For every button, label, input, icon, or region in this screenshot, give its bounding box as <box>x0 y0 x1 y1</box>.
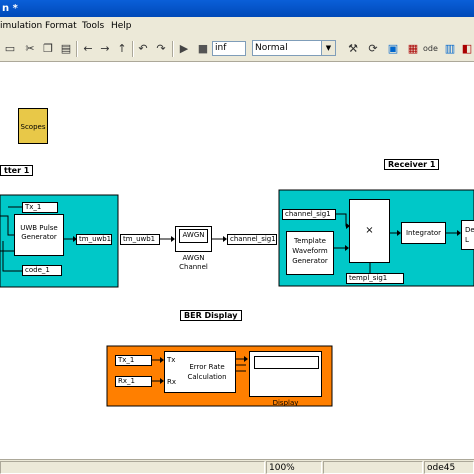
cut-icon[interactable]: ✂ <box>25 42 35 55</box>
undo-icon[interactable]: ↶ <box>138 42 148 55</box>
templ-sig1-goto-tag[interactable]: templ_sig1 <box>346 273 404 284</box>
help-icon[interactable]: ◧ <box>461 42 473 55</box>
ber-display-title: BER Display <box>180 310 242 321</box>
product-block[interactable]: × <box>349 199 390 263</box>
stop-simulation-icon[interactable]: ■ <box>197 42 209 55</box>
menu-format[interactable]: Format <box>45 21 77 31</box>
menu-simulation[interactable]: imulation <box>0 21 43 31</box>
channel-sig1-goto-tag[interactable]: channel_sig1 <box>227 234 277 245</box>
tm-uwb1-from-tag[interactable]: tm_uwb1 <box>120 234 160 245</box>
status-message <box>0 461 265 474</box>
uwb-pulse-generator[interactable]: UWB Pulse Generator <box>14 214 64 256</box>
scopes-block[interactable]: Scopes <box>18 108 48 144</box>
back-icon[interactable]: ← <box>83 42 93 55</box>
tm-uwb1-goto-tag[interactable]: tm_uwb1 <box>76 234 112 245</box>
up-icon[interactable]: ↑ <box>117 42 127 55</box>
receiver-title: Receiver 1 <box>384 159 440 170</box>
code1-goto-tag[interactable]: code_1 <box>22 265 62 276</box>
ber-tx1-from-tag[interactable]: Tx_1 <box>115 355 152 366</box>
ber-rx1-from-tag[interactable]: Rx_1 <box>115 376 152 387</box>
status-bar: 100% ode45 <box>0 459 474 474</box>
new-icon[interactable]: ▭ <box>4 42 16 55</box>
simulation-mode-value: Normal <box>255 43 288 53</box>
signal-lines <box>0 189 474 407</box>
display-label: Display <box>272 399 299 407</box>
paste-icon[interactable]: ▤ <box>60 42 72 55</box>
status-blank <box>323 461 423 474</box>
update-icon[interactable]: ⟳ <box>368 42 378 55</box>
port-tx-label: Tx <box>167 356 176 364</box>
redo-icon[interactable]: ↷ <box>156 42 166 55</box>
awgn-inner: AWGN <box>179 229 208 243</box>
window-title: n * <box>0 0 474 17</box>
awgn-channel-block[interactable]: AWGN <box>175 226 212 252</box>
start-simulation-icon[interactable]: ▶ <box>179 42 189 55</box>
solver-name: ode45 <box>424 461 474 474</box>
template-waveform-generator[interactable]: Template Waveform Generator <box>286 231 334 275</box>
error-rate-label: Error Rate Calculation <box>187 363 227 381</box>
model-explorer-icon[interactable]: ▣ <box>387 42 399 55</box>
stop-time-input[interactable]: inf <box>212 41 246 56</box>
display-value-field <box>254 356 319 369</box>
zoom-level: 100% <box>266 461 322 474</box>
copy-icon[interactable]: ❐ <box>43 42 53 55</box>
menu-help[interactable]: Help <box>111 21 132 31</box>
chevron-down-icon[interactable]: ▼ <box>321 41 335 55</box>
transmitter-title: tter 1 <box>0 165 34 176</box>
channel-sig1-from-tag[interactable]: channel_sig1 <box>282 209 336 220</box>
ode-icon[interactable]: ode <box>423 44 438 53</box>
menu-tools[interactable]: Tools <box>82 21 105 31</box>
forward-icon[interactable]: → <box>100 42 110 55</box>
build-icon[interactable]: ⚒ <box>348 42 358 55</box>
tx1-goto-tag[interactable]: Tx_1 <box>22 202 58 213</box>
integrator-block[interactable]: Integrator <box>401 222 446 244</box>
decision-block[interactable]: De L <box>461 220 474 250</box>
library-browser-icon[interactable]: ▦ <box>407 42 419 55</box>
simulation-mode-select[interactable]: Normal ▼ <box>252 40 336 56</box>
model-canvas[interactable]: Scopes tter 1 Tx_1 UWB Pulse Generator t… <box>0 63 474 459</box>
port-rx-label: Rx <box>167 378 177 386</box>
debugger-icon[interactable]: ▥ <box>444 42 456 55</box>
menu-bar: imulation Format Tools Help <box>0 17 474 37</box>
display-block[interactable] <box>249 351 322 397</box>
awgn-channel-label: AWGN Channel <box>179 254 208 271</box>
error-rate-calculation[interactable]: Tx Rx Error Rate Calculation <box>164 351 236 393</box>
